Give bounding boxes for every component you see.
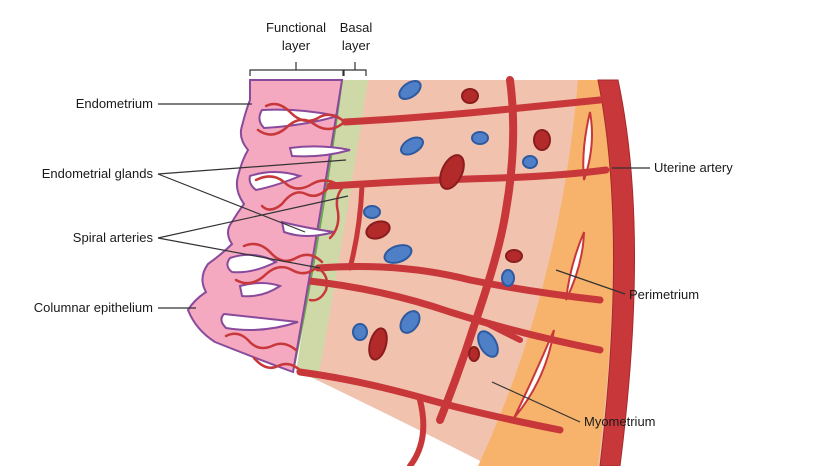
blood-cells <box>352 80 551 362</box>
basal-layer-label: Basal <box>340 20 373 35</box>
basal-layer-band <box>296 80 368 380</box>
uterine-artery-label: Uterine artery <box>654 160 733 175</box>
myometrium-label: Myometrium <box>584 414 656 429</box>
perimetrium-gap <box>582 111 593 181</box>
functional-layer-label: Functional <box>266 20 326 35</box>
spiral-arteries-vessels <box>224 102 347 374</box>
layer-brackets <box>249 62 367 76</box>
endometrial-glands-label: Endometrial glands <box>42 166 154 181</box>
perimetrium-gap <box>565 231 585 301</box>
endometrial-gland-lumens <box>220 108 351 331</box>
myometrial-vessels <box>296 76 610 466</box>
endometrium-label: Endometrium <box>76 96 153 111</box>
spiral-arteries-label: Spiral arteries <box>73 230 154 245</box>
basal-layer-label: layer <box>342 38 371 53</box>
uterine-artery-vessel <box>597 79 635 466</box>
columnar-epithelium-label: Columnar epithelium <box>34 300 153 315</box>
perimetrium-label: Perimetrium <box>629 287 699 302</box>
functional-layer-label: layer <box>282 38 311 53</box>
leader-lines <box>157 103 650 423</box>
